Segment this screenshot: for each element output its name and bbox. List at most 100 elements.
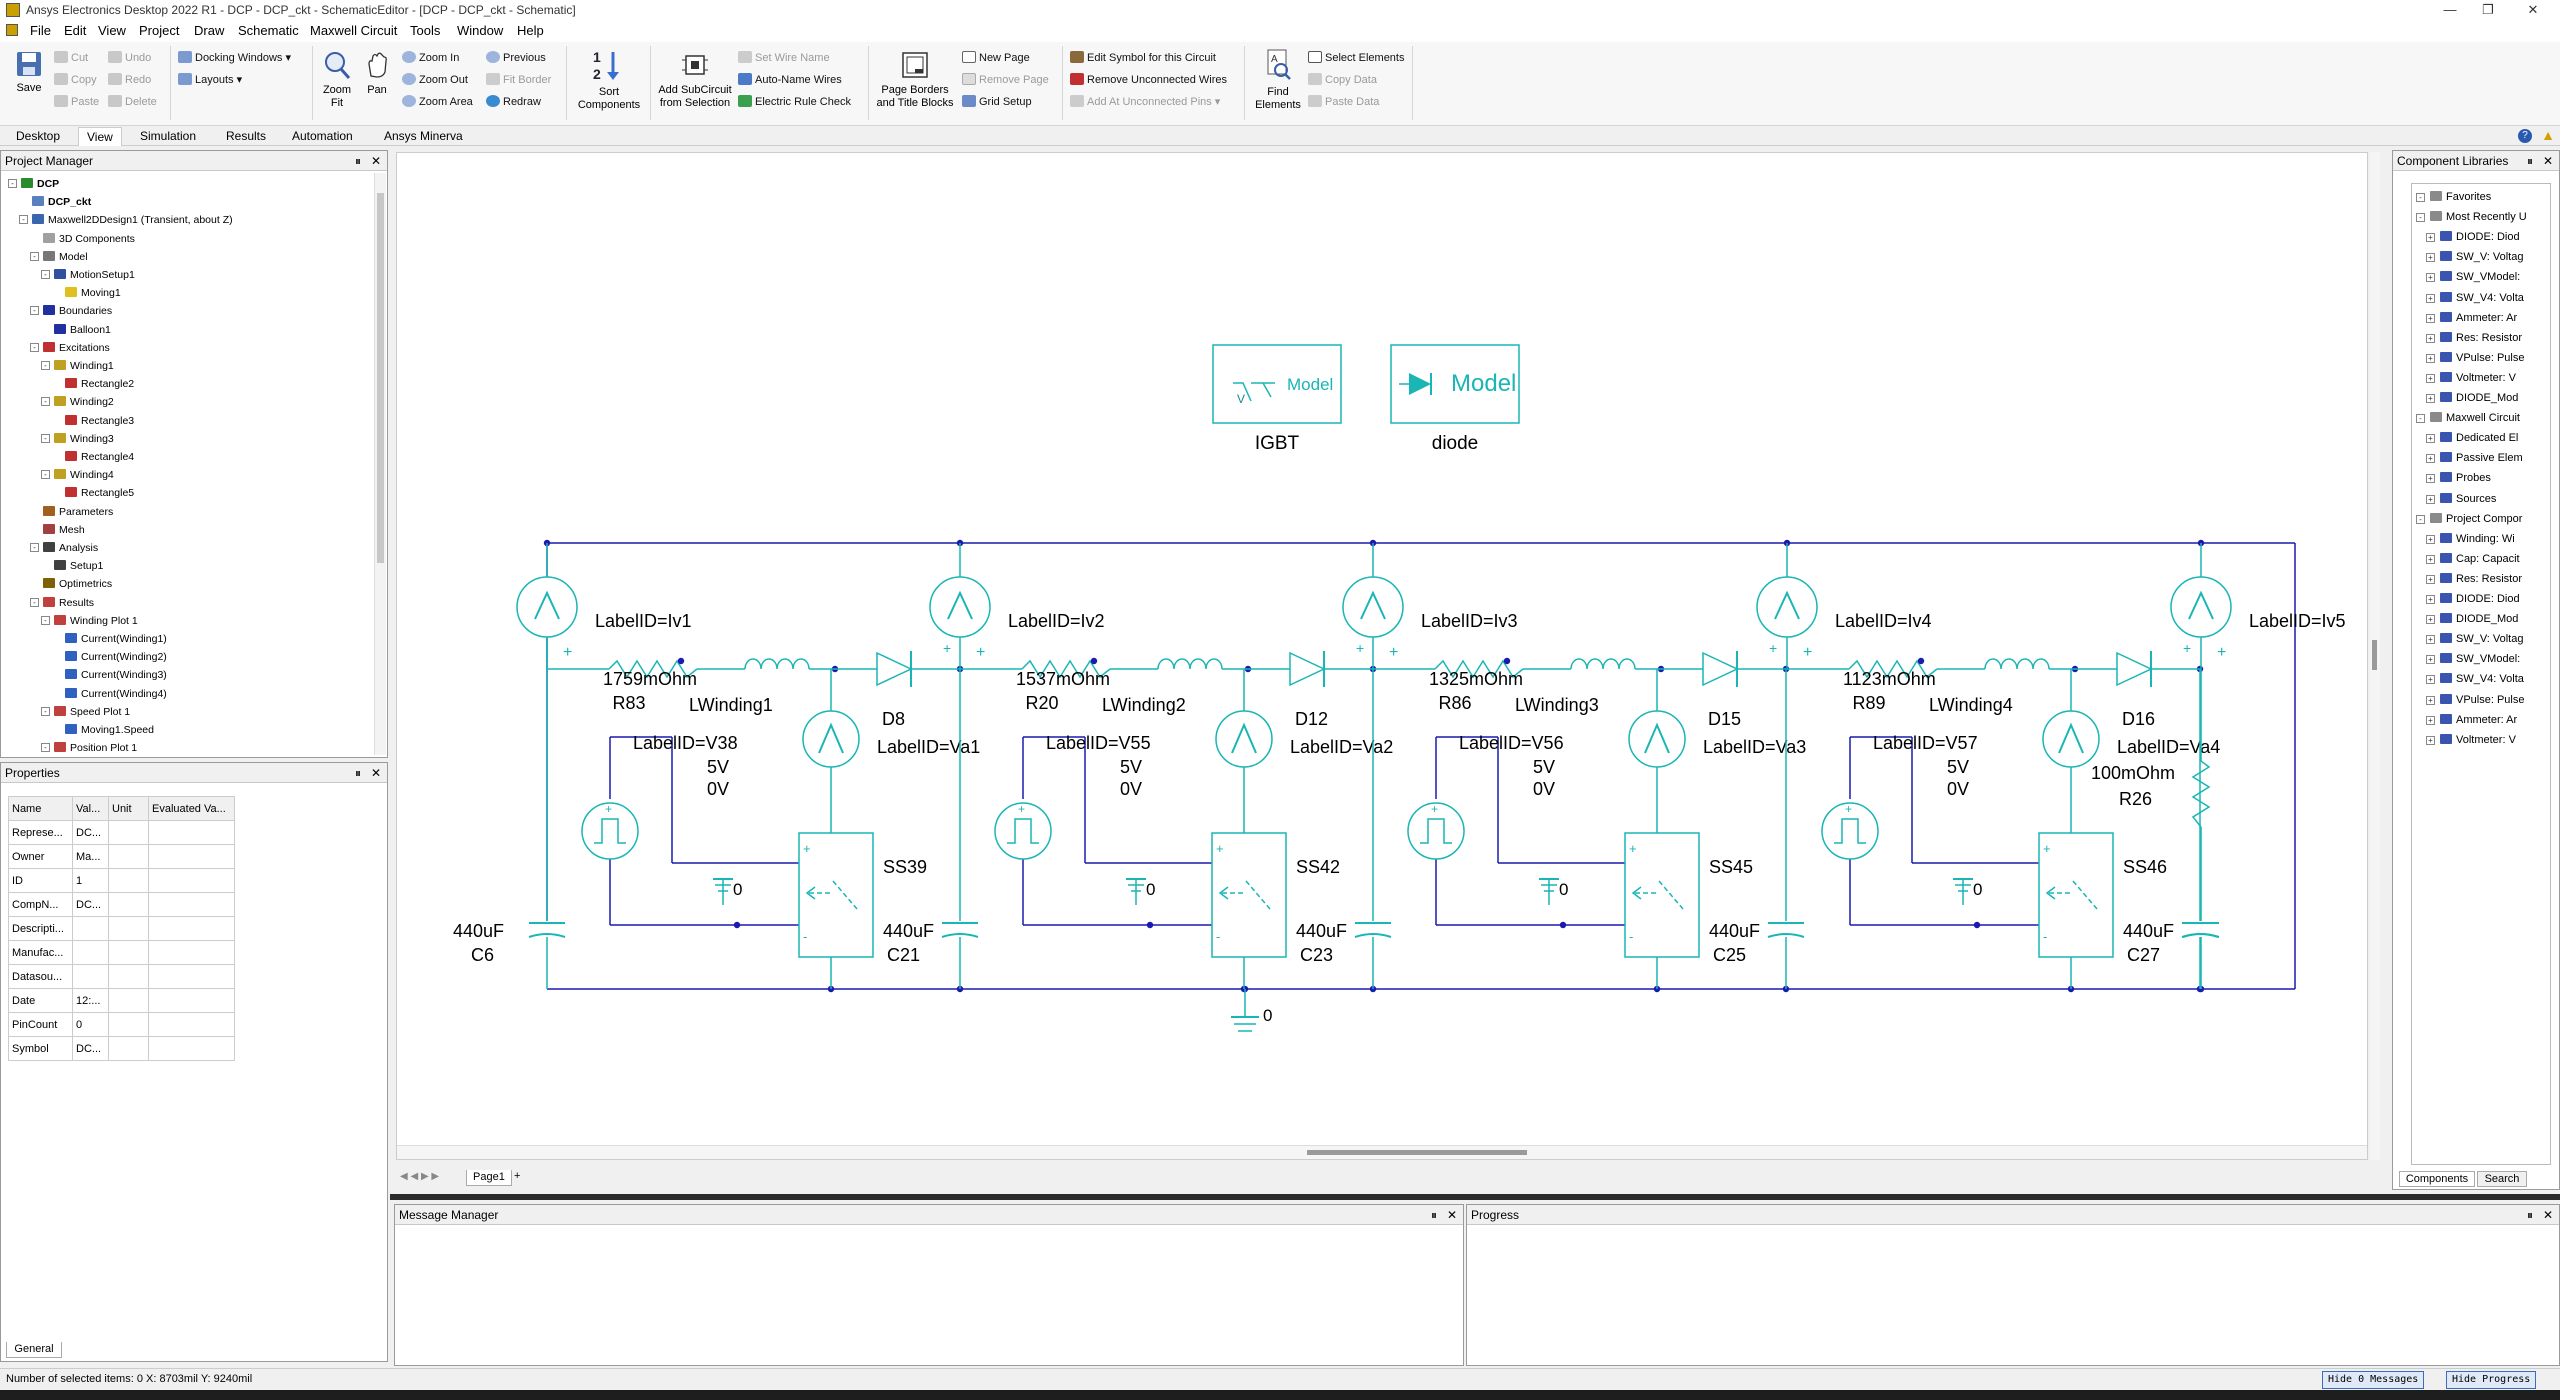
panel-splitter[interactable] (390, 1194, 2560, 1200)
library-item[interactable]: Ammeter: Ar (2440, 711, 2517, 729)
previous-button[interactable]: Previous (486, 51, 546, 64)
library-item[interactable]: Most Recently U (2430, 208, 2527, 226)
tree-item[interactable]: Parameters (43, 503, 113, 521)
tree-expand-icon[interactable]: - (30, 342, 39, 352)
tree-expand-icon[interactable]: - (30, 597, 39, 607)
tree-expand-icon[interactable]: + (2426, 655, 2435, 665)
column-header[interactable]: Unit (108, 796, 149, 821)
layouts-dropdown[interactable]: Layouts ▾ (178, 73, 242, 86)
minimize-icon[interactable]: — (2443, 2, 2457, 17)
fit-border-button[interactable]: Fit Border (486, 73, 551, 86)
library-item[interactable]: Maxwell Circuit (2430, 409, 2520, 427)
pan-button[interactable]: Pan (358, 50, 396, 97)
tree-expand-icon[interactable]: + (2426, 534, 2435, 544)
tree-expand-icon[interactable]: - (41, 433, 50, 443)
set-wire-name-button[interactable]: Set Wire Name (738, 51, 830, 64)
menu-schematic[interactable]: Schematic (238, 23, 299, 38)
tree-expand-icon[interactable]: - (2416, 514, 2425, 524)
library-item[interactable]: DIODE: Diod (2440, 590, 2520, 608)
menu-file[interactable]: File (30, 23, 51, 38)
project-tree-scrollbar[interactable] (374, 173, 386, 755)
tree-expand-icon[interactable]: + (2426, 353, 2435, 363)
tree-expand-icon[interactable]: + (2426, 615, 2435, 625)
undo-button[interactable]: Undo (108, 51, 151, 64)
tree-expand-icon[interactable]: + (2426, 735, 2435, 745)
library-item[interactable]: SW_VModel: (2440, 268, 2520, 286)
docking-windows-dropdown[interactable]: Docking Windows ▾ (178, 51, 291, 64)
scrollbar-thumb[interactable] (2372, 640, 2377, 670)
tab-view[interactable]: View (78, 127, 122, 146)
library-item[interactable]: Res: Resistor (2440, 329, 2522, 347)
library-item[interactable]: SW_V4: Volta (2440, 289, 2524, 307)
tree-expand-icon[interactable]: - (30, 543, 39, 552)
library-item[interactable]: VPulse: Pulse (2440, 349, 2524, 367)
tab-desktop[interactable]: Desktop (16, 129, 61, 143)
tree-expand-icon[interactable]: - (30, 306, 39, 316)
library-item[interactable]: Voltmeter: V (2440, 731, 2516, 749)
tree-expand-icon[interactable]: - (41, 706, 50, 716)
tree-item[interactable]: Winding1 (54, 357, 114, 375)
close-icon[interactable]: ✕ (2527, 2, 2539, 17)
tree-expand-icon[interactable]: - (2416, 213, 2425, 223)
remove-page-button[interactable]: Remove Page (962, 73, 1049, 86)
tree-item[interactable]: Maxwell2DDesign1 (Transient, about Z) (32, 211, 233, 229)
library-item[interactable]: Voltmeter: V (2440, 369, 2516, 387)
zoom-out-button[interactable]: Zoom Out (402, 73, 468, 86)
zoom-area-button[interactable]: Zoom Area (402, 95, 473, 108)
tab-page1[interactable]: Page1 (466, 1170, 512, 1186)
tree-item[interactable]: Rectangle5 (65, 484, 134, 502)
scrollbar-thumb[interactable] (377, 193, 384, 563)
pin-icon[interactable]: ⏸ (1430, 1208, 1437, 1222)
library-item[interactable]: Probes (2440, 469, 2491, 487)
tree-item[interactable]: Winding2 (54, 393, 114, 411)
tab-automation[interactable]: Automation (292, 129, 353, 143)
tree-item[interactable]: Analysis (43, 539, 98, 557)
tree-item[interactable]: Results (43, 594, 94, 612)
electric-rule-check-button[interactable]: Electric Rule Check (738, 95, 851, 108)
library-item[interactable]: Ammeter: Ar (2440, 309, 2517, 327)
library-item[interactable]: SW_V4: Volta (2440, 670, 2524, 688)
tree-item[interactable]: Current(Winding2) (65, 648, 167, 666)
menu-view[interactable]: View (98, 23, 126, 38)
schematic-hscrollbar[interactable] (397, 1145, 2367, 1159)
tab-results[interactable]: Results (226, 129, 267, 143)
tree-item[interactable]: 3D Components (43, 230, 135, 248)
table-row[interactable]: Datasou... (8, 964, 235, 989)
table-row[interactable]: CompN...DC... (8, 892, 235, 917)
tree-expand-icon[interactable]: - (30, 251, 39, 261)
tree-item[interactable]: Model (43, 248, 88, 266)
tree-item[interactable]: Rectangle3 (65, 412, 134, 430)
column-header[interactable]: Name (8, 796, 73, 821)
close-panel-icon[interactable]: ✕ (2542, 1208, 2554, 1222)
library-item[interactable]: Winding: Wi (2440, 530, 2515, 548)
library-item[interactable]: Project Compor (2430, 510, 2522, 528)
library-item[interactable]: SW_V: Voltag (2440, 630, 2523, 648)
menu-window[interactable]: Window (457, 23, 504, 38)
tree-item[interactable]: Position Plot 1 (54, 739, 137, 755)
tab-components[interactable]: Components (2399, 1171, 2475, 1187)
ammeter[interactable]: LabelID=Iv3+ (1342, 543, 1518, 669)
table-row[interactable]: Represe...DC... (8, 820, 235, 845)
hide-messages-button[interactable]: Hide 0 Messages (2322, 1371, 2425, 1389)
copy-button[interactable]: Copy (54, 73, 97, 86)
tree-expand-icon[interactable]: + (2426, 454, 2435, 464)
tree-expand-icon[interactable]: - (41, 470, 50, 480)
close-panel-icon[interactable]: ✕ (1446, 1208, 1458, 1222)
tree-expand-icon[interactable]: + (2426, 313, 2435, 323)
tab-ansys-minerva[interactable]: Ansys Minerva (384, 129, 463, 143)
table-row[interactable]: Manufac... (8, 940, 235, 965)
tree-item[interactable]: Winding4 (54, 466, 114, 484)
add-at-unconnected-pins-button[interactable]: Add At Unconnected Pins ▾ (1070, 95, 1220, 108)
tree-expand-icon[interactable]: + (2426, 715, 2435, 725)
tab-search[interactable]: Search (2477, 1171, 2527, 1187)
tree-expand-icon[interactable]: + (2426, 293, 2435, 303)
tree-expand-icon[interactable]: - (8, 179, 17, 188)
